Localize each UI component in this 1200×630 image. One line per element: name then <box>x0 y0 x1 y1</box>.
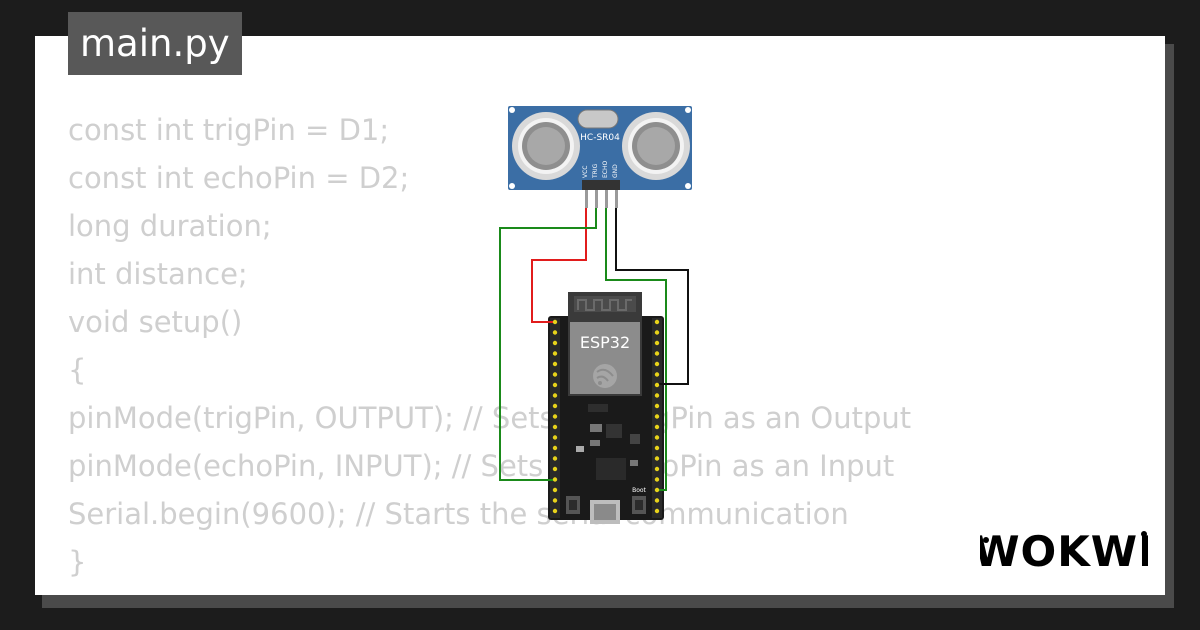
en-button[interactable] <box>566 496 580 514</box>
file-tab-label: main.py <box>80 22 230 65</box>
header-pin <box>654 372 660 377</box>
code-line: const int trigPin = D1; <box>68 113 390 147</box>
wire-trig <box>499 208 597 481</box>
pin-label-echo: ECHO <box>602 161 609 178</box>
pin-label-trig: TRIG <box>592 163 599 179</box>
hc-sr04-sensor[interactable]: HC-SR04 VCC TRIG ECHO GND <box>508 106 692 208</box>
pin-label-vcc: VCC <box>582 166 589 178</box>
svg-text:WOKWI: WOKWI <box>980 527 1148 576</box>
header-pin <box>552 445 558 451</box>
header-pin <box>654 456 660 461</box>
left-transducer <box>512 112 580 180</box>
header-pin <box>552 435 558 440</box>
header-pin <box>552 508 558 514</box>
header-pin <box>654 508 660 514</box>
header-pin <box>654 445 660 451</box>
code-line: const int echoPin = D2; <box>68 161 410 195</box>
code-line: } <box>68 545 87 579</box>
header-pin <box>552 456 558 461</box>
header-pin <box>552 487 558 493</box>
header-pin <box>552 351 558 356</box>
header-pin <box>654 330 660 335</box>
header-pin <box>552 414 558 419</box>
file-tab[interactable]: main.py <box>68 12 242 75</box>
code-line: int distance; <box>68 257 248 291</box>
header-pin <box>552 498 558 503</box>
header-pin <box>654 414 660 419</box>
esp32-board[interactable]: ESP32 Boot <box>548 292 664 524</box>
header-pin <box>552 477 558 482</box>
wire-vcc <box>531 208 587 323</box>
header-pin <box>552 393 558 398</box>
code-line: long duration; <box>68 209 272 243</box>
header-pin <box>552 403 558 409</box>
header-pin <box>552 340 558 346</box>
header-pin <box>552 382 558 388</box>
code-line: void loop() { <box>68 586 911 595</box>
header-pin <box>654 382 660 388</box>
header-pin <box>654 403 660 409</box>
header-pin <box>654 424 660 430</box>
header-pin <box>654 340 660 346</box>
sensor-label: HC-SR04 <box>580 133 620 143</box>
esp32-label: ESP32 <box>580 333 630 352</box>
wire-gnd <box>615 208 689 385</box>
header-pin <box>552 361 558 367</box>
boot-button[interactable] <box>632 496 646 514</box>
header-pin <box>654 498 660 503</box>
code-line: void setup() <box>68 305 243 339</box>
wires <box>499 208 689 491</box>
header-pin <box>654 487 660 493</box>
header-pin <box>552 372 558 377</box>
header-pin <box>654 435 660 440</box>
pin-label-gnd: GND <box>612 164 619 178</box>
header-pin <box>654 477 660 482</box>
header-pin <box>654 361 660 367</box>
espressif-logo-icon <box>593 364 617 388</box>
header-pin <box>552 466 558 472</box>
boot-label: Boot <box>632 487 646 494</box>
header-pin <box>552 330 558 335</box>
header-pin <box>654 319 660 325</box>
wire-echo <box>605 208 667 491</box>
header-pin <box>654 351 660 356</box>
code-line: { <box>68 353 87 387</box>
right-transducer <box>622 112 690 180</box>
wokwi-logo: WOKWI <box>980 527 1148 576</box>
header-pin <box>654 466 660 472</box>
header-pin <box>552 319 558 325</box>
header-pin <box>654 393 660 398</box>
header-pin <box>552 424 558 430</box>
sensor-header-pins <box>582 180 620 208</box>
usb-connector <box>590 500 620 524</box>
